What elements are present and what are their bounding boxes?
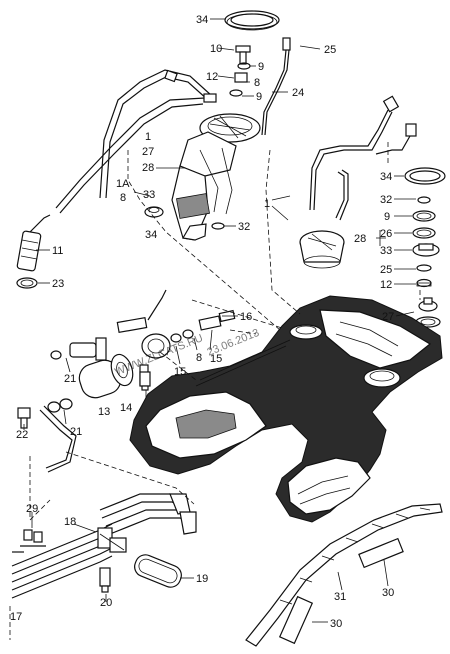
seal-part-25-right <box>416 264 432 272</box>
sealing-ring-part-34-right <box>404 167 446 185</box>
callout-11: 11 <box>52 245 63 257</box>
callout-1: 1 <box>145 131 151 143</box>
callout-26: 26 <box>380 228 392 240</box>
leader-lines <box>23 18 416 623</box>
seal-part-32-right <box>417 196 431 204</box>
o-ring-part-26 <box>412 227 436 239</box>
callout-numbers: 34 25 10 9 12 8 9 24 1 27 28 1A 8 33 34 … <box>10 14 394 630</box>
rail-part-31 <box>245 503 443 647</box>
connector-part-21 <box>39 398 77 473</box>
filter-line-components <box>50 289 236 361</box>
sender-rod-part-24 <box>261 37 291 136</box>
holder-part-18 <box>97 527 127 553</box>
callout-28: 28 <box>354 233 366 245</box>
cap-part-33-right <box>412 243 440 257</box>
callout-21: 21 <box>70 426 82 438</box>
callout-17: 17 <box>10 611 22 623</box>
callout-10: 10 <box>210 43 222 55</box>
callout-30: 30 <box>330 618 342 630</box>
callout-18: 18 <box>64 516 76 528</box>
fuel-pump-assembly-part-1A <box>171 113 261 241</box>
callout-9: 9 <box>258 61 264 73</box>
callout-25: 25 <box>380 264 392 276</box>
clip-part-29 <box>12 529 46 553</box>
callout-25: 25 <box>324 44 336 56</box>
callout-9: 9 <box>256 91 262 103</box>
strip-part-30-upper <box>358 537 404 569</box>
callout-8: 8 <box>120 192 126 204</box>
callout-8: 8 <box>196 352 202 364</box>
callout-9: 9 <box>384 211 390 223</box>
callout-13: 13 <box>98 406 110 418</box>
hose-clamp-part-23 <box>16 277 38 289</box>
callout-28: 28 <box>142 162 154 174</box>
fuel-tank <box>129 295 443 523</box>
callout-22: 22 <box>16 429 28 441</box>
callout-14: 14 <box>120 402 132 414</box>
hose-part-19 <box>134 554 182 588</box>
callout-8: 8 <box>254 77 260 89</box>
callout-12: 12 <box>206 71 218 83</box>
washer-part-8 <box>229 89 243 97</box>
callout-19: 19 <box>196 573 208 585</box>
nut-part-12 <box>234 72 248 83</box>
fuel-lines <box>55 69 217 214</box>
screw-part-20 <box>99 567 111 593</box>
callout-34: 34 <box>380 171 392 183</box>
callout-27: 27 <box>142 146 154 158</box>
hose-part-11 <box>16 214 51 272</box>
callout-33: 33 <box>380 245 392 257</box>
callout-30: 30 <box>382 587 394 599</box>
seal-part-32-left <box>211 222 225 230</box>
fuel-filter-part-13 <box>78 353 149 399</box>
callout-32: 32 <box>238 221 250 233</box>
callout-12: 12 <box>380 279 392 291</box>
callout-1A: 1A <box>116 178 130 190</box>
callout-29: 29 <box>26 503 38 515</box>
callout-21: 21 <box>64 373 76 385</box>
bracket-part-14 <box>139 371 151 391</box>
callout-27: 27 <box>382 311 394 323</box>
seal-part-9-right <box>412 210 436 222</box>
strip-part-30-lower <box>278 595 314 645</box>
callout-31: 31 <box>334 591 346 603</box>
callout-33: 33 <box>143 189 155 201</box>
callout-34: 34 <box>145 229 157 241</box>
nut-part-12-right <box>416 278 432 288</box>
callout-34: 34 <box>196 14 208 26</box>
fuel-pump-module-part-1 <box>299 95 417 269</box>
callout-32: 32 <box>380 194 392 206</box>
callout-16: 16 <box>240 311 252 323</box>
sealing-ring-part-34 <box>224 10 280 31</box>
cap-part-33-left <box>144 206 164 218</box>
callout-15: 15 <box>210 353 222 365</box>
callout-15: 15 <box>174 366 186 378</box>
callout-1: 1 <box>264 198 270 210</box>
callout-23: 23 <box>52 278 64 290</box>
callout-24: 24 <box>292 87 304 99</box>
assembly-lines <box>9 142 421 640</box>
screw-part-10 <box>235 45 251 65</box>
callout-20: 20 <box>100 597 112 609</box>
